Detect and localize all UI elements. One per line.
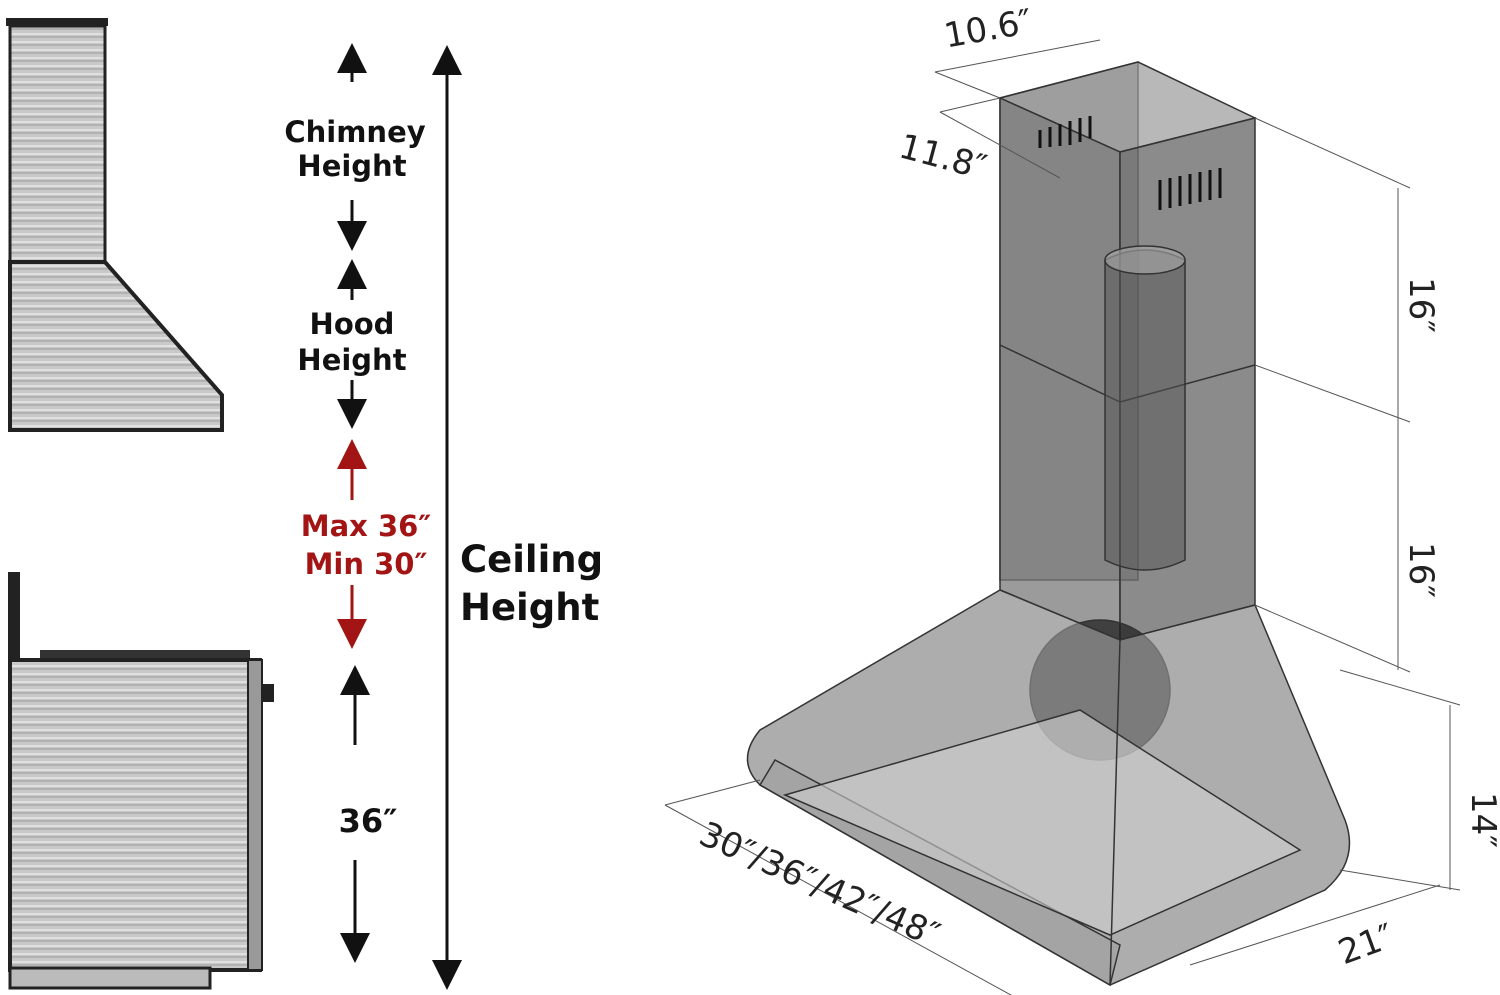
isometric-hood bbox=[746, 61, 1351, 987]
hood-height-label: 14″ bbox=[1463, 792, 1500, 848]
lower-chimney-height-label: 16″ bbox=[1401, 542, 1441, 598]
upper-chimney-height-label: 16″ bbox=[1401, 277, 1441, 333]
chimney-depth-label: 11.8″ bbox=[895, 127, 991, 189]
clearance-min-label: Min 30″ bbox=[305, 547, 428, 581]
hood-height-label-2: Height bbox=[297, 343, 406, 377]
side-view-range bbox=[8, 572, 274, 990]
chimney-height-label-2: Height bbox=[297, 149, 406, 183]
hood-depth-label: 21″ bbox=[1333, 916, 1399, 973]
dimension-lines bbox=[664, 39, 1461, 995]
counter-height-label: 36″ bbox=[339, 802, 398, 840]
ceiling-height-label-1: Ceiling bbox=[460, 538, 603, 581]
chimney-width-label: 10.6″ bbox=[941, 2, 1035, 57]
hood-height-label-1: Hood bbox=[310, 307, 395, 341]
dimension-arrows bbox=[337, 43, 462, 990]
ceiling-height-label-2: Height bbox=[460, 586, 599, 629]
clearance-max-label: Max 36″ bbox=[301, 509, 432, 543]
side-view-hood bbox=[6, 18, 224, 432]
chimney-height-label-1: Chimney bbox=[284, 115, 425, 149]
vents bbox=[1038, 116, 1222, 210]
